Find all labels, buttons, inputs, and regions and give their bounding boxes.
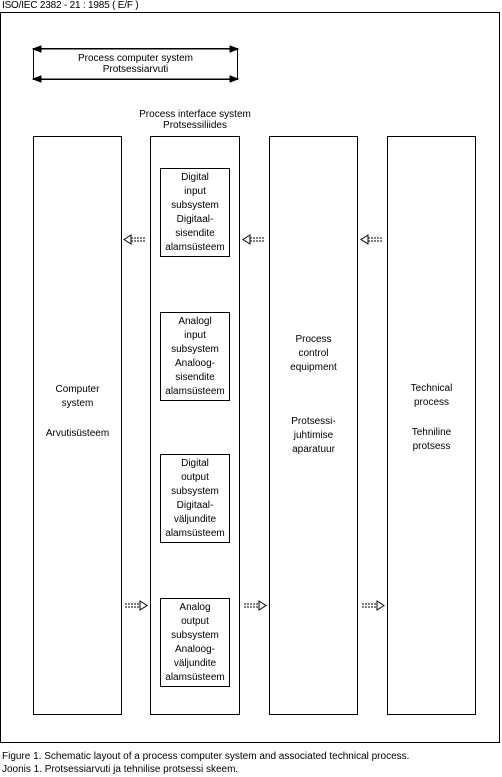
subsystem-line: input	[184, 185, 206, 197]
subsystem-line: väljundite	[173, 657, 217, 669]
subsystem-line: Analog	[179, 601, 211, 613]
subsystem-line: Digitaal-	[176, 213, 214, 225]
computer-system-column	[33, 136, 122, 715]
subsystem-line: alamsüsteem	[165, 527, 225, 539]
subsystem-line: subsystem	[171, 629, 219, 641]
subsystem-line: väljundite	[173, 513, 217, 525]
digital-input-subsystem: Digital input subsystem Digitaal- sisend…	[160, 168, 230, 257]
process-computer-system-label-en: Process computer system	[77, 53, 194, 64]
subsystem-line: Analogl	[178, 315, 212, 327]
process-interface-system-label-et: Protsessiliides	[163, 120, 227, 131]
subsystem-line: Digital	[181, 457, 209, 469]
label-line: aparatuur	[292, 444, 335, 455]
process-control-equipment-label: Process control equipment Protsessi- juh…	[269, 333, 358, 457]
process-computer-system-label: Process computer system Protsessiarvuti	[33, 53, 238, 75]
subsystem-line: Analoog-	[174, 357, 216, 369]
computer-system-label: Computer system Arvutisüsteem	[33, 383, 122, 441]
label-line: equipment	[290, 362, 337, 373]
subsystem-line: Analoog-	[174, 643, 216, 655]
input-arrow-left	[242, 234, 265, 245]
output-arrow-right	[125, 600, 148, 611]
label-line: process	[413, 397, 449, 408]
computer-system-label-en: Computer system	[55, 384, 100, 409]
analog-output-subsystem: Analog output subsystem Analoog- väljund…	[160, 598, 230, 687]
document-header: ISO/IEC 2382 - 21 : 1985 ( E/F )	[2, 0, 139, 11]
subsystem-line: output	[181, 471, 209, 483]
analog-input-subsystem: Analogl input subsystem Analoog- sisendi…	[160, 312, 230, 401]
label-line: Protsessi-	[291, 416, 336, 427]
output-arrow-right	[362, 600, 385, 611]
subsystem-line: sisendite	[175, 371, 215, 383]
subsystem-line: sisendite	[175, 227, 215, 239]
subsystem-line: alamsüsteem	[165, 385, 225, 397]
subsystem-line: input	[184, 329, 206, 341]
computer-system-label-et: Arvutisüsteem	[45, 428, 110, 439]
process-interface-system-label-en: Process interface system	[139, 109, 251, 120]
label-line: Technical	[410, 383, 453, 394]
subsystem-line: Digital	[181, 171, 209, 183]
subsystem-line: Digitaal-	[176, 499, 214, 511]
digital-output-subsystem: Digital output subsystem Digitaal- välju…	[160, 454, 230, 543]
subsystem-line: output	[181, 615, 209, 627]
process-control-equipment-column	[269, 136, 358, 715]
process-interface-system-label: Process interface system Protsessiliides	[110, 109, 280, 131]
subsystem-line: subsystem	[171, 343, 219, 355]
technical-process-label: Technical process Tehniline protsess	[387, 382, 476, 454]
label-line: protsess	[412, 441, 451, 452]
process-computer-system-span-arrow	[31, 45, 240, 83]
subsystem-line: alamsüsteem	[165, 671, 225, 683]
label-line: control	[298, 348, 329, 359]
label-line: Tehniline	[411, 427, 452, 438]
figure-caption-en: Figure 1. Schematic layout of a process …	[2, 751, 410, 762]
subsystem-line: subsystem	[171, 485, 219, 497]
label-line: Process	[295, 334, 332, 345]
subsystem-line: subsystem	[171, 199, 219, 211]
input-arrow-left	[360, 234, 383, 245]
output-arrow-right	[244, 600, 267, 611]
process-computer-system-label-et: Protsessiarvuti	[102, 64, 169, 75]
subsystem-line: alamsüsteem	[165, 241, 225, 253]
technical-process-column	[387, 136, 476, 715]
input-arrow-left	[123, 234, 146, 245]
figure-caption-et: Joonis 1. Protsessiarvuti ja tehnilise p…	[2, 764, 239, 775]
figure-frame	[0, 12, 500, 743]
label-line: juhtimise	[293, 430, 334, 441]
